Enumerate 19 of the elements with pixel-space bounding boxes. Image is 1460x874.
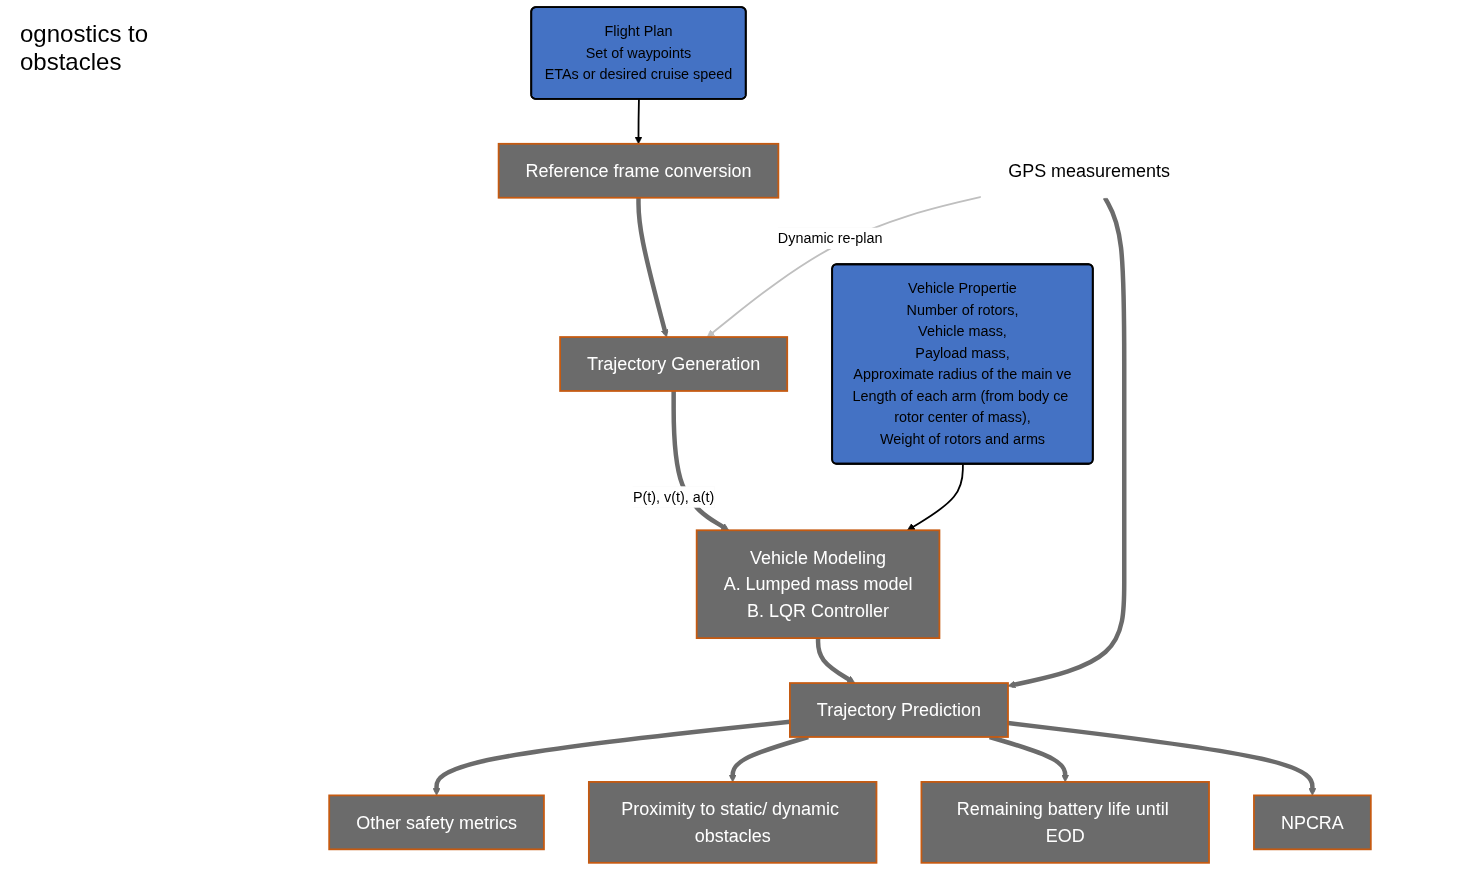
arrow: [907, 463, 964, 531]
node-box: Reference frame conversion: [497, 142, 780, 199]
arrow: [634, 98, 643, 145]
note-text: ognostics to obstacles: [20, 20, 150, 76]
arrow: [636, 197, 669, 338]
node-box: Proximity to static/ dynamic obstacles: [588, 781, 878, 864]
edge-label: Dynamic re-plan: [777, 230, 883, 246]
node-box: Vehicle Modeling A. Lumped mass model B. LQR Controller: [695, 529, 941, 639]
arrow: [1007, 720, 1317, 796]
arrow: [706, 195, 983, 338]
arrow: [1007, 196, 1127, 689]
node-box: Trajectory Generation: [559, 336, 789, 392]
node-text: GPS measurements: [1008, 160, 1170, 181]
node-box: Other safety metrics: [328, 794, 545, 851]
node-box: Remaining battery life until EOD: [920, 781, 1210, 864]
edge-label: P(t), v(t), a(t): [632, 488, 715, 505]
arrow: [815, 638, 856, 684]
node-box: Trajectory Prediction: [789, 682, 1009, 738]
node-box: NPCRA: [1253, 794, 1372, 851]
